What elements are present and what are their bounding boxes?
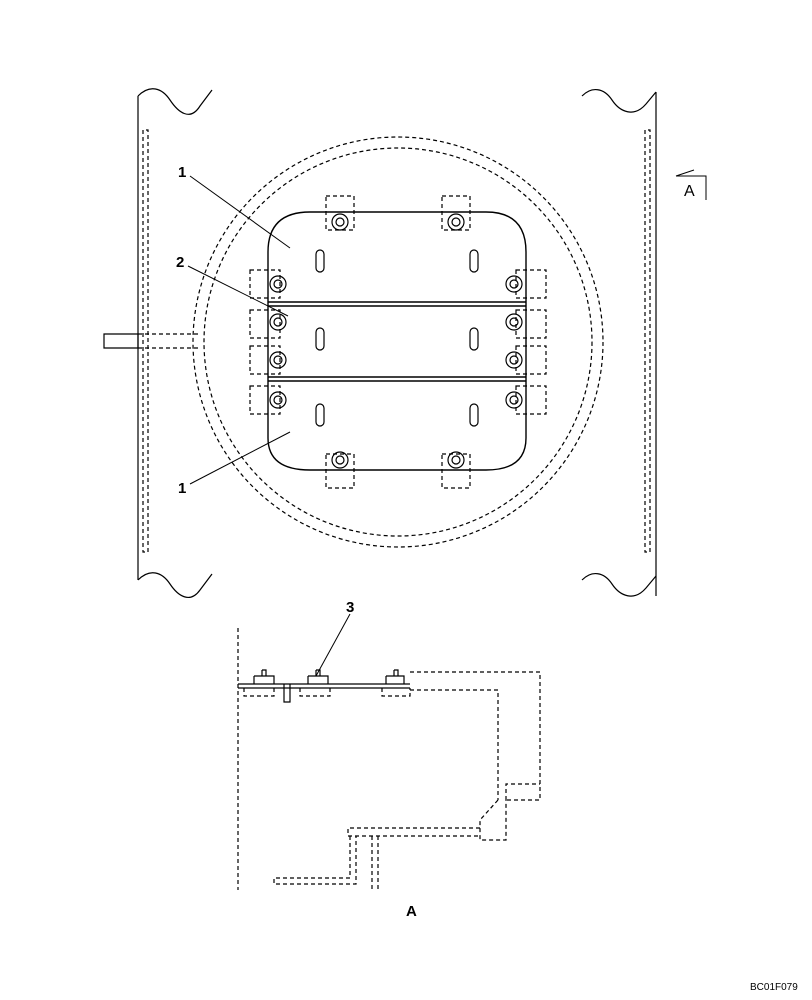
bolts bbox=[269, 213, 523, 469]
section-label: A bbox=[406, 903, 417, 920]
frame-opening bbox=[192, 136, 604, 548]
left-frame-member bbox=[137, 88, 213, 599]
callout-2: 2 bbox=[176, 254, 184, 271]
drawing-code: BC01F079 bbox=[750, 982, 798, 993]
cover-plates bbox=[267, 211, 527, 471]
callout-1-bottom: 1 bbox=[178, 480, 186, 497]
plate-slots bbox=[315, 249, 479, 427]
right-frame-member bbox=[581, 89, 657, 597]
side-pipe bbox=[103, 333, 198, 349]
view-arrow-label: A bbox=[684, 183, 695, 200]
mounting-tabs bbox=[249, 195, 547, 489]
view-arrow bbox=[675, 169, 707, 200]
callout-3: 3 bbox=[346, 599, 354, 616]
section-view-a bbox=[237, 628, 541, 890]
leader-lines bbox=[187, 175, 351, 677]
callout-1-top: 1 bbox=[178, 164, 186, 181]
